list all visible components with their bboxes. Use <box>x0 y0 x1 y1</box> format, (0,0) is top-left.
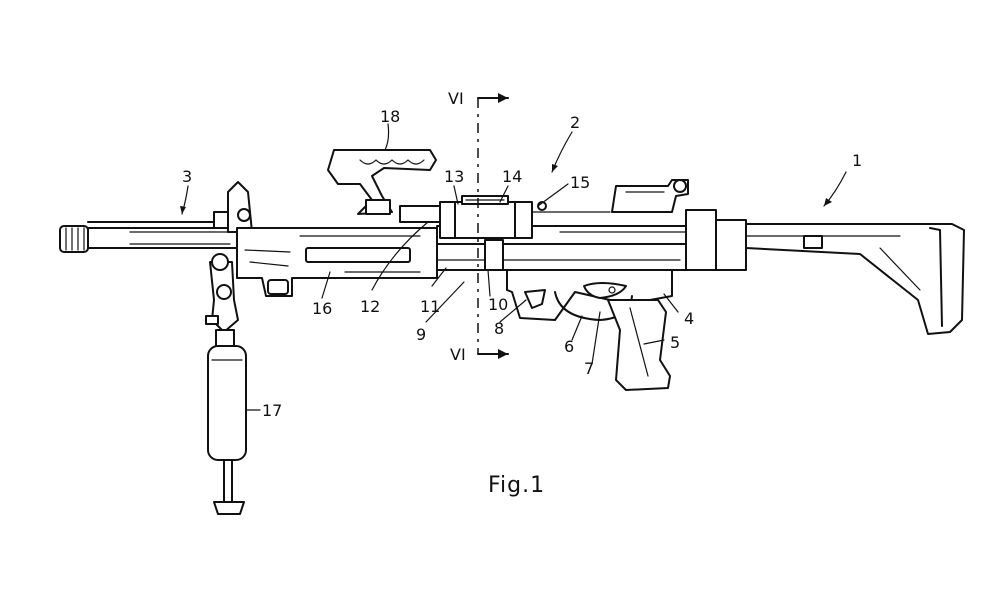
ref-15: 15 <box>570 173 590 192</box>
ref-18: 18 <box>380 107 400 126</box>
top-cover <box>399 195 611 239</box>
bipod <box>205 253 247 515</box>
ref-1: 1 <box>852 151 862 170</box>
section-label-bottom: VI <box>450 345 466 364</box>
ref-5: 5 <box>670 333 680 352</box>
ref-14: 14 <box>502 167 522 186</box>
ref-6: 6 <box>564 337 574 356</box>
leader-lines <box>180 123 847 411</box>
ref-11: 11 <box>420 297 440 316</box>
ref-3: 3 <box>182 167 192 186</box>
figure-caption: Fig.1 <box>488 473 545 498</box>
section-label-top: VI <box>448 89 464 108</box>
ref-4: 4 <box>684 309 694 328</box>
receiver <box>436 225 728 271</box>
ref-16: 16 <box>312 299 332 318</box>
ref-17: 17 <box>262 401 282 420</box>
front-sight <box>213 181 253 233</box>
carry-handle <box>327 149 437 215</box>
section-line <box>477 93 509 359</box>
ref-9: 9 <box>416 325 426 344</box>
ref-13: 13 <box>444 167 464 186</box>
ref-7: 7 <box>584 359 594 378</box>
ref-8: 8 <box>494 319 504 338</box>
barrel <box>87 221 239 249</box>
reference-numerals: 1 2 3 4 5 6 7 8 9 10 11 12 13 14 15 16 1… <box>182 107 862 420</box>
handguard <box>236 227 438 297</box>
ref-10: 10 <box>488 295 508 314</box>
pistol-grip <box>607 299 671 391</box>
ref-2: 2 <box>570 113 580 132</box>
ref-12: 12 <box>360 297 380 316</box>
rear-sight <box>611 179 689 213</box>
muzzle-device <box>59 225 89 253</box>
stock <box>685 209 965 335</box>
